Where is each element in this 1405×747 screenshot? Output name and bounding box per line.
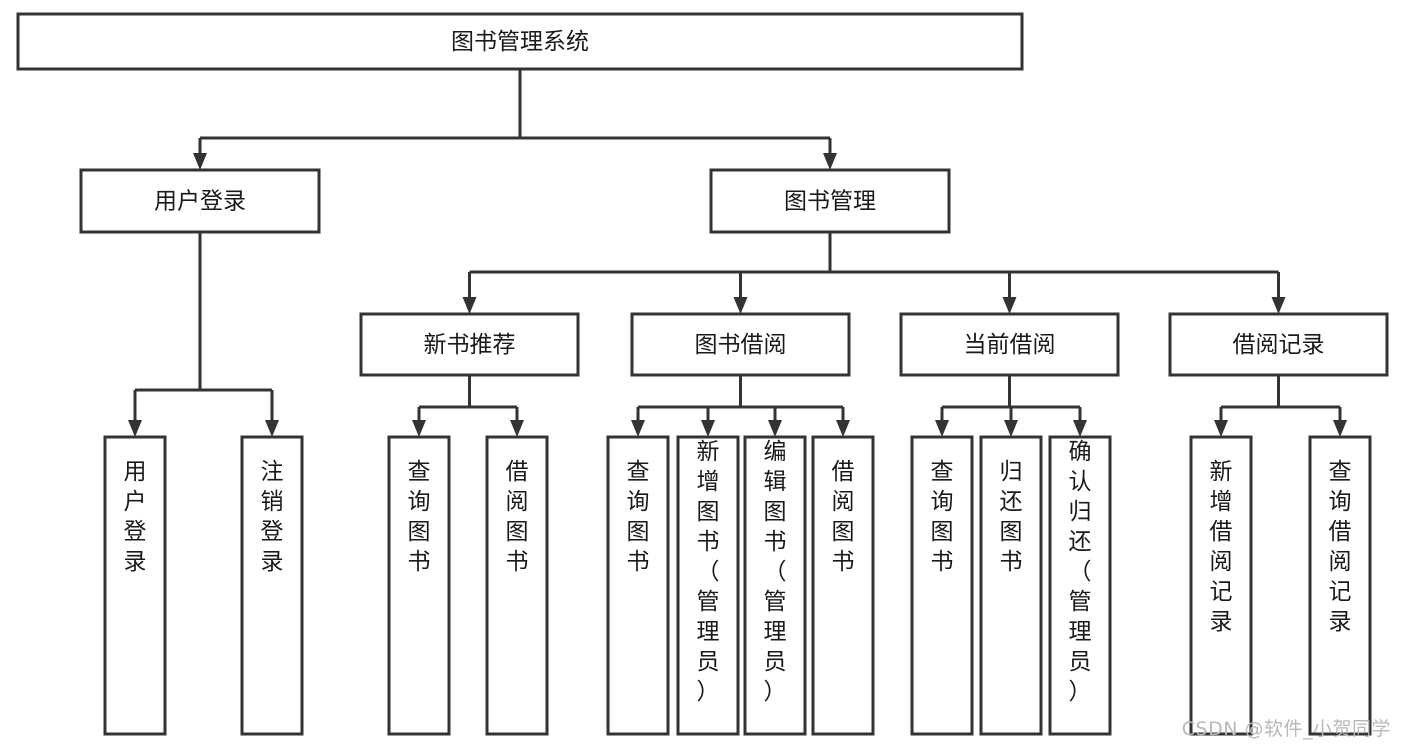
arrow-head-icon: [935, 420, 949, 437]
arrow-head-icon: [823, 153, 837, 170]
node-recommend-borrow-book[interactable]: 借阅图书: [485, 435, 549, 736]
node-box-borrow-query-book: [606, 435, 670, 736]
arrow-head-icon: [1073, 420, 1087, 437]
node-box-recommend-query-book: [387, 435, 451, 736]
node-user-login-do[interactable]: 用户登录: [103, 435, 167, 736]
node-box-current-query-book: [910, 435, 974, 736]
arrow-head-icon: [128, 420, 142, 437]
node-current-confirm-return[interactable]: 确认归还（管理员）: [1048, 435, 1112, 736]
node-box-borrow-records: [1168, 312, 1389, 377]
node-user-login[interactable]: 用户登录: [79, 168, 321, 234]
node-box-records-add: [1189, 435, 1253, 736]
arrow-head-icon: [701, 420, 715, 437]
node-user-logout[interactable]: 注销登录: [240, 435, 304, 736]
arrow-head-icon: [836, 420, 850, 437]
node-label-user-logout: 注销登录: [261, 459, 284, 575]
node-label-current-confirm-return: 确认归还（管理员）: [1069, 439, 1092, 705]
arrow-head-icon: [265, 420, 279, 437]
node-root[interactable]: 图书管理系统: [16, 12, 1024, 71]
node-label-root: 图书管理系统: [451, 29, 589, 55]
node-current-return-book[interactable]: 归还图书: [979, 435, 1043, 736]
arrow-head-icon: [1002, 297, 1017, 314]
node-label-borrow-edit-book: 编辑图书（管理员）: [764, 439, 787, 705]
arrow-head-icon: [1214, 420, 1228, 437]
node-label-records-query: 查询借阅记录: [1329, 459, 1352, 635]
node-box-current-confirm-return: [1048, 435, 1112, 736]
arrow-head-icon: [412, 420, 426, 437]
node-records-add[interactable]: 新增借阅记录: [1189, 435, 1253, 736]
arrow-head-icon: [510, 420, 524, 437]
node-new-book-recommend[interactable]: 新书推荐: [359, 312, 580, 377]
arrow-head-icon: [733, 297, 748, 314]
node-label-book-management: 图书管理: [784, 189, 876, 215]
node-box-current-return-book: [979, 435, 1043, 736]
node-box-records-query: [1308, 435, 1372, 736]
node-box-book-management: [709, 168, 951, 234]
arrow-head-icon: [768, 420, 782, 437]
node-box-root: [16, 12, 1024, 71]
node-book-borrow[interactable]: 图书借阅: [630, 312, 851, 377]
node-box-borrow-add-book: [676, 435, 740, 736]
arrow-head-icon: [1271, 297, 1286, 314]
node-label-records-add: 新增借阅记录: [1210, 459, 1233, 635]
node-label-current-query-book: 查询图书: [931, 459, 954, 575]
arrow-head-icon: [1333, 420, 1347, 437]
node-borrow-borrow-book[interactable]: 借阅图书: [811, 435, 875, 736]
node-label-current-return-book: 归还图书: [1000, 459, 1023, 575]
arrow-head-icon: [462, 297, 477, 314]
node-label-current-borrow: 当前借阅: [964, 332, 1056, 358]
node-box-current-borrow: [899, 312, 1120, 377]
node-box-user-login-do: [103, 435, 167, 736]
node-borrow-edit-book[interactable]: 编辑图书（管理员）: [743, 435, 807, 736]
node-borrow-add-book[interactable]: 新增图书（管理员）: [676, 435, 740, 736]
node-current-query-book[interactable]: 查询图书: [910, 435, 974, 736]
node-label-new-book-recommend: 新书推荐: [424, 332, 516, 358]
node-box-recommend-borrow-book: [485, 435, 549, 736]
node-box-new-book-recommend: [359, 312, 580, 377]
arrow-head-icon: [1004, 420, 1018, 437]
node-label-recommend-borrow-book: 借阅图书: [506, 459, 529, 575]
node-label-borrow-query-book: 查询图书: [627, 459, 650, 575]
node-label-book-borrow: 图书借阅: [695, 332, 787, 358]
arrow-head-icon: [193, 153, 207, 170]
node-borrow-query-book[interactable]: 查询图书: [606, 435, 670, 736]
node-label-user-login-do: 用户登录: [124, 459, 147, 575]
node-label-user-login: 用户登录: [154, 189, 246, 215]
node-box-borrow-borrow-book: [811, 435, 875, 736]
node-book-management[interactable]: 图书管理: [709, 168, 951, 234]
node-label-recommend-query-book: 查询图书: [408, 459, 431, 575]
arrow-head-icon: [631, 420, 645, 437]
watermark-text: CSDN @软件_小贺同学: [1181, 718, 1391, 740]
node-records-query[interactable]: 查询借阅记录: [1308, 435, 1372, 736]
node-label-borrow-add-book: 新增图书（管理员）: [697, 439, 720, 705]
node-label-borrow-records: 借阅记录: [1233, 332, 1325, 358]
node-box-borrow-edit-book: [743, 435, 807, 736]
node-box-user-logout: [240, 435, 304, 736]
node-borrow-records[interactable]: 借阅记录: [1168, 312, 1389, 377]
node-recommend-query-book[interactable]: 查询图书: [387, 435, 451, 736]
node-current-borrow[interactable]: 当前借阅: [899, 312, 1120, 377]
node-label-borrow-borrow-book: 借阅图书: [832, 459, 855, 575]
